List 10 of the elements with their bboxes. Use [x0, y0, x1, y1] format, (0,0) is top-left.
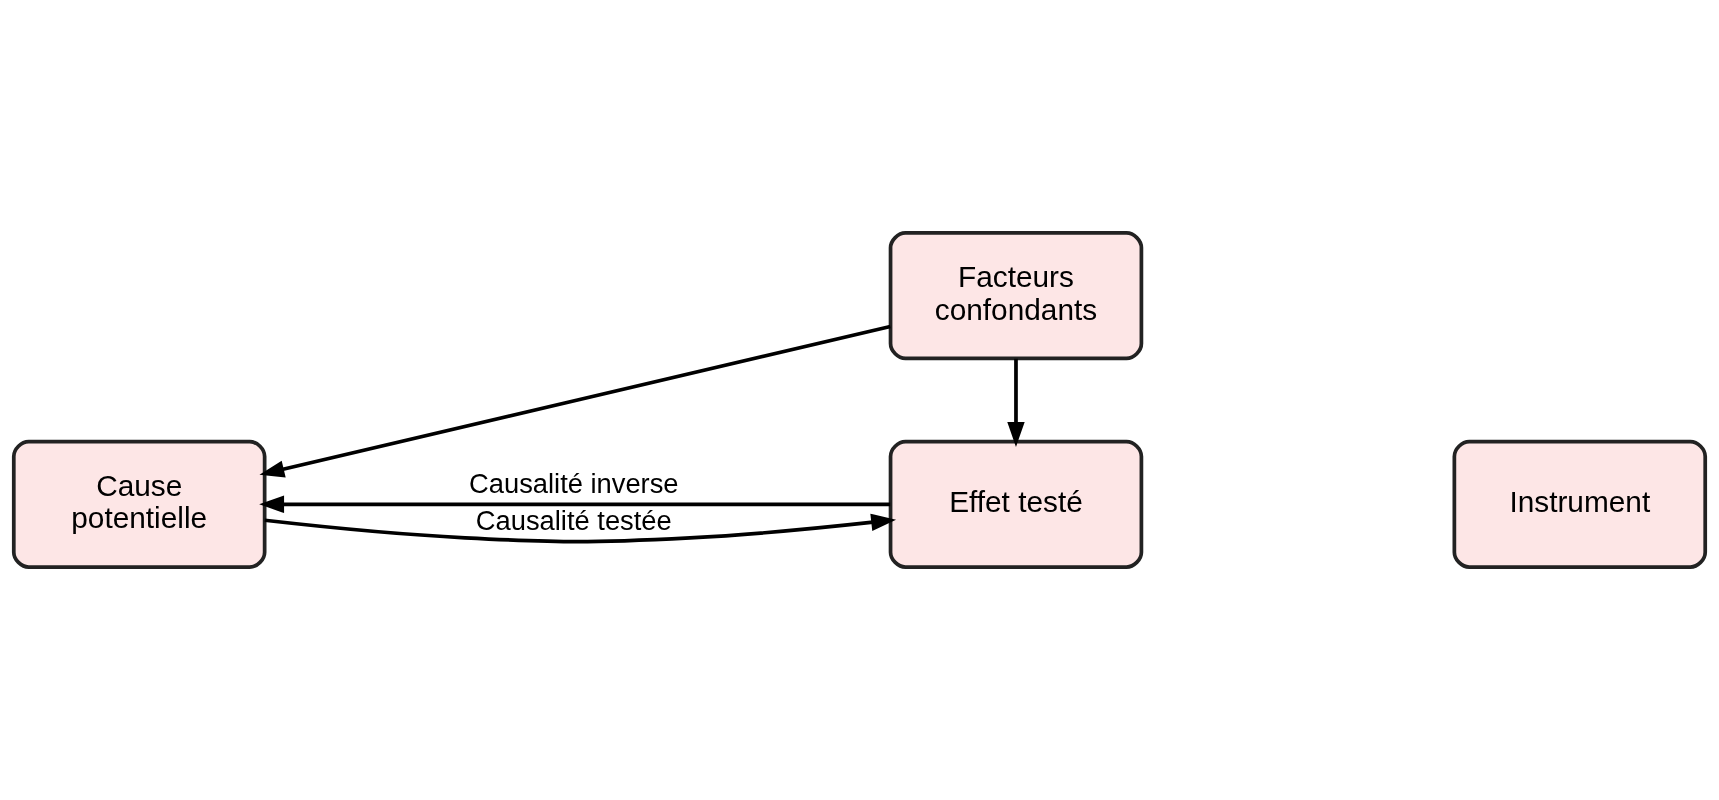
node-box: Effet testé	[888, 439, 1144, 569]
node-box: Cause potentielle	[11, 439, 267, 569]
edge-label: Causalité testée	[475, 504, 672, 536]
node-box: Facteurs confondants	[888, 231, 1144, 361]
arrow	[259, 324, 891, 478]
arrow	[259, 495, 891, 514]
node-box: Instrument	[1452, 439, 1708, 569]
edge-label: Causalité inverse	[469, 467, 679, 499]
arrow	[1007, 358, 1025, 447]
arrow	[264, 513, 897, 544]
